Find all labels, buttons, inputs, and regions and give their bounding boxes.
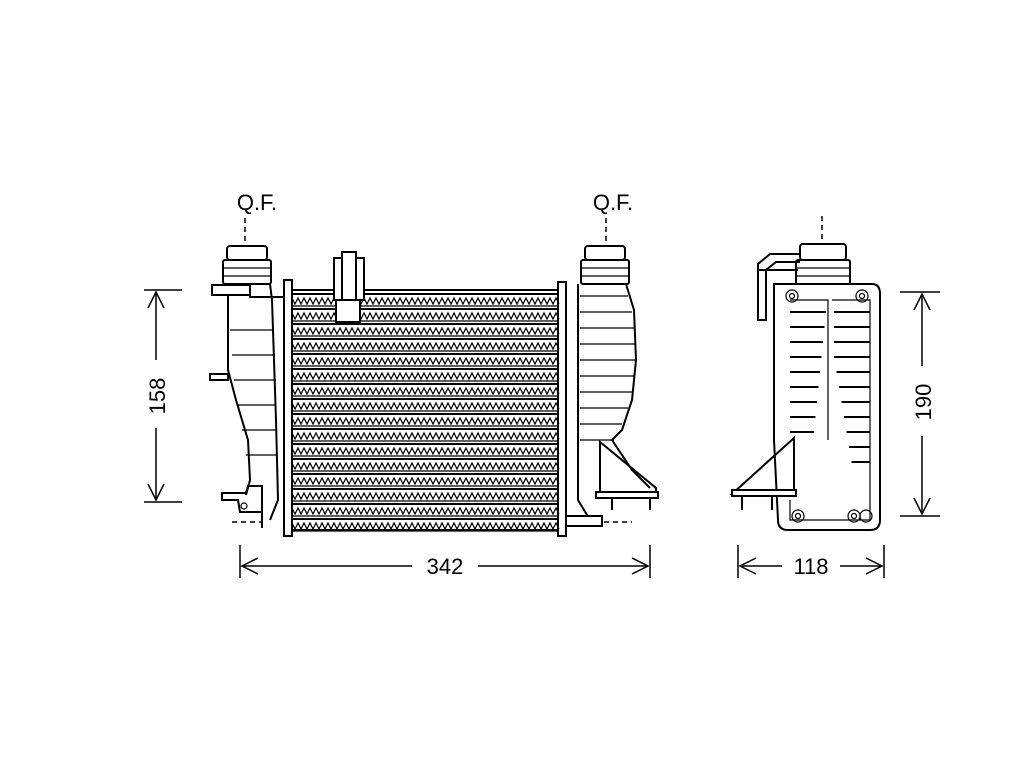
dimension-width-front-value: 342	[427, 554, 464, 579]
left-tank	[209, 283, 288, 528]
side-ribs	[790, 311, 870, 463]
dimension-width-front: 342	[239, 545, 651, 579]
qf-label-left: Q.F.	[237, 190, 277, 215]
dimension-width-side: 118	[737, 545, 885, 579]
qf-label-right: Q.F.	[593, 190, 633, 215]
right-tank	[565, 283, 659, 527]
dimension-height-front-value: 158	[145, 378, 170, 415]
right-outlet-neck	[580, 245, 630, 285]
core	[283, 279, 567, 537]
core-side-plate-right	[557, 281, 567, 537]
left-inlet-neck	[222, 245, 272, 285]
side-bracket	[729, 435, 797, 510]
dimension-height-front: 158	[144, 289, 182, 503]
dimension-width-side-value: 118	[793, 554, 828, 579]
core-fins	[291, 293, 560, 532]
side-neck	[795, 243, 851, 285]
dimension-height-side: 190	[900, 291, 940, 517]
right-tank-ribs	[580, 295, 635, 441]
side-body	[773, 283, 881, 531]
side-hook	[757, 253, 800, 321]
front-view: Q.F. Q.F.	[144, 190, 659, 579]
core-side-plate-left	[283, 279, 293, 537]
dimension-height-side-value: 190	[911, 384, 936, 421]
side-view: 190 118	[729, 216, 940, 579]
top-mount-bracket	[333, 251, 365, 323]
